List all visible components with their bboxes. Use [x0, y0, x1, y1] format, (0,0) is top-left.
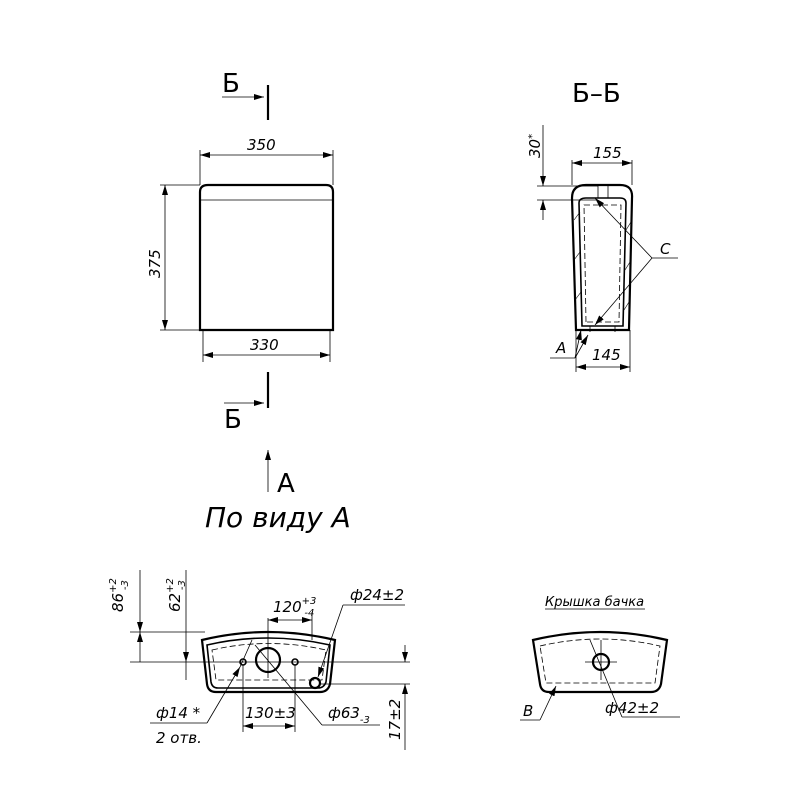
dia-63-label: ф63-3	[328, 704, 370, 726]
dimension-130-label: 130±3	[245, 704, 296, 722]
view-caption: По виду А	[205, 501, 351, 534]
section-title: Б–Б	[572, 79, 621, 109]
section-mark-bottom-label: Б	[224, 405, 242, 435]
front-view: 350 375 330	[146, 136, 335, 362]
dimension-350-label: 350	[247, 136, 276, 154]
cover-outline	[531, 630, 669, 694]
dimension-17-label: 17±2	[386, 699, 404, 740]
bottom-view: 86+2-3 62+2-3 120+3-4 ф24±2 ф14 * 2 отв.…	[108, 570, 410, 750]
dia-24-label: ф24±2	[350, 586, 404, 604]
view-arrow-label: A	[277, 469, 295, 499]
cover-view: Крышка бачка В ф42±2	[520, 595, 680, 721]
dia-42-leader	[589, 639, 623, 718]
cover-title: Крышка бачка	[545, 595, 644, 610]
callout-a-label: A	[555, 339, 566, 357]
inlet-hole-24	[308, 676, 322, 690]
callout-b-leader	[539, 685, 557, 721]
dimension-375-label: 375	[146, 249, 164, 278]
dia-24-leader	[317, 604, 344, 678]
dimension-86-label: 86+2-3	[108, 578, 131, 612]
dimension-30-label: 30*	[526, 134, 544, 158]
dimension-330-label: 330	[250, 336, 279, 354]
bottom-outline	[200, 630, 337, 694]
section-mark-top: Б	[222, 69, 270, 120]
dia-63-leader	[254, 644, 323, 726]
dia-14-label: ф14 *	[156, 704, 201, 722]
tank-outline	[198, 183, 335, 332]
section-outer-outline	[570, 183, 634, 332]
dimension-120-label: 120+3-4	[273, 596, 316, 619]
dimension-155-label: 155	[593, 144, 622, 162]
dimension-145-label: 145	[592, 346, 621, 364]
section-view: Б–Б 155 30* C A 145	[526, 79, 678, 372]
dimension-62-label: 62+2-3	[165, 578, 188, 612]
section-mark-top-label: Б	[222, 69, 240, 99]
callout-b-label: В	[523, 702, 533, 720]
view-arrow-a: A По виду А	[205, 450, 351, 534]
callout-c-label: C	[660, 240, 671, 258]
section-inner-outline	[578, 197, 627, 327]
dia-14-leader	[206, 666, 241, 724]
holes-count-label: 2 отв.	[156, 729, 202, 747]
dia-42-label: ф42±2	[605, 699, 659, 717]
section-mark-bottom: Б	[224, 372, 270, 435]
